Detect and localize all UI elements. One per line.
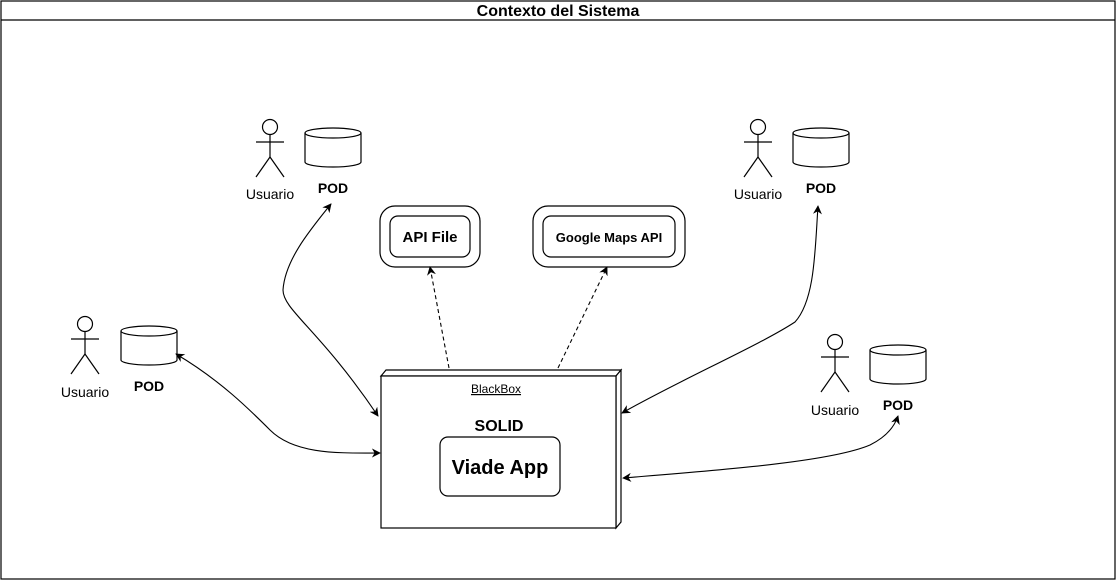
pod-database-icon	[792, 127, 850, 168]
pod-database-icon	[120, 325, 178, 366]
google-maps-api-label: Google Maps API	[556, 230, 662, 245]
blackbox-label: BlackBox	[471, 382, 521, 396]
pod-label: POD	[806, 180, 836, 196]
user-actor-icon	[70, 315, 100, 375]
google-maps-api-component: Google Maps API	[532, 205, 686, 268]
api-file-label: API File	[402, 229, 457, 246]
connector-google-maps-dependency	[557, 266, 608, 369]
connector-api-file-dependency	[427, 266, 450, 369]
user-actor-icon	[820, 333, 850, 393]
pod-database-icon	[304, 127, 362, 168]
user-actor-icon	[255, 118, 285, 178]
pod-label: POD	[134, 378, 164, 394]
solid-label: SOLID	[475, 418, 524, 435]
user-label: Usuario	[734, 186, 782, 202]
pod-label: POD	[318, 180, 348, 196]
api-file-component: API File	[379, 205, 481, 268]
pod-label: POD	[883, 397, 913, 413]
user-group-top-right: Usuario POD	[734, 118, 850, 202]
user-label: Usuario	[246, 186, 294, 202]
pod-database-icon	[869, 344, 927, 385]
diagram-title: Contexto del Sistema	[477, 3, 640, 20]
user-label: Usuario	[61, 384, 109, 400]
user-actor-icon	[743, 118, 773, 178]
connector-top-right-pod	[621, 205, 822, 414]
viade-app-component: Viade App	[439, 436, 561, 497]
user-group-mid-left: Usuario POD	[61, 315, 178, 400]
connector-bottom-right-pod	[622, 415, 900, 482]
connector-mid-left-pod	[175, 353, 381, 458]
user-label: Usuario	[811, 402, 859, 418]
user-group-bottom-right: Usuario POD	[811, 333, 927, 418]
user-group-top-left: Usuario POD	[246, 118, 362, 202]
viade-app-label: Viade App	[452, 457, 549, 479]
